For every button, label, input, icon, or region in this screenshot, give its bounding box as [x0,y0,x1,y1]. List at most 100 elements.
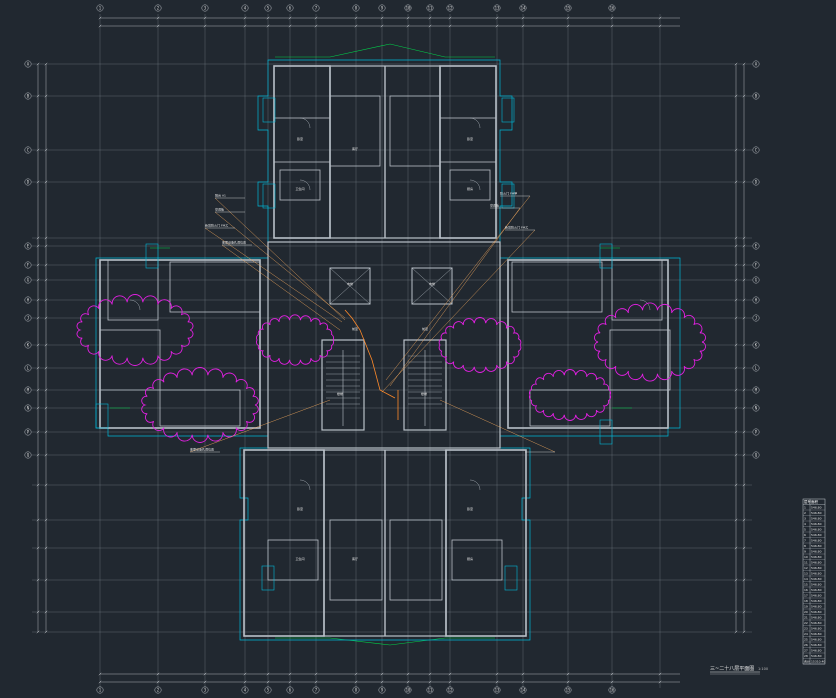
dimension-tick [288,672,292,676]
elevator-cross [329,267,371,305]
axis-bubble-label: N [27,405,30,410]
door-swing [299,479,311,491]
dimension-tick [266,24,270,28]
axis-bubble-label: 2 [157,687,160,692]
dimension-tick [742,94,746,98]
wall-outline [279,169,321,201]
wall-outline [389,519,443,601]
dimension-tick [243,672,247,676]
table-cell: 546.80 [811,594,822,598]
axis-bubble [24,146,32,154]
table-cell: 15310.40 [811,660,825,664]
table-cell: 1 [804,506,806,510]
table-cell: 546.80 [811,654,822,658]
dimension-tick [610,672,614,676]
axis-bubble-label: A [27,61,30,66]
dimension-tick [380,680,384,684]
room-label: 厨房 [467,556,473,561]
orange-leader [344,309,396,399]
dimension-tick [36,62,40,66]
axis-bubble [24,178,32,186]
leader-line [204,227,343,323]
table-cell: 546.80 [811,522,822,526]
axis-bubble [24,60,32,68]
annotation-text: 新增防火门 FM乙 [505,225,528,230]
table-cell: 28 [804,654,808,658]
room-label: 前室 [352,326,358,331]
axis-bubble [24,364,32,372]
axis-bubble-label: K [27,342,30,347]
dimension-tick [203,24,207,28]
axis-bubble [564,4,572,12]
axis-bubble [752,428,760,436]
revision-cloud [141,367,259,443]
axis-bubble-label: 4 [244,5,247,10]
wall-outline [449,169,491,201]
axis-bubble-label: A [755,61,758,66]
dimension-tick [742,148,746,152]
dimension-tick [44,94,48,98]
axis-bubble-label: Q [27,452,30,457]
wall-outline [529,389,611,427]
table-cell: 546.80 [811,511,822,515]
table-cell: 23 [804,627,808,631]
dimension-tick [314,680,318,684]
dimension-tick [36,94,40,98]
axis-bubble-label: 10 [406,687,411,692]
leader-line [385,195,531,381]
table-cell: 546.80 [811,583,822,587]
dimension-tick [288,24,292,28]
table-cell: 合计 [804,659,810,664]
axis-bubble [752,386,760,394]
axis-bubble [446,4,454,12]
dimension-tick [36,244,40,248]
dimension-tick [36,316,40,320]
dimension-tick [742,236,746,240]
dimension-tick [742,518,746,522]
dimension-tick [44,388,48,392]
exterior-outline [239,447,531,641]
table-cell: 546.80 [811,528,822,532]
wall-outline [451,539,503,581]
room-label: 楼梯 [337,391,343,396]
dimension-tick [36,546,40,550]
leader-line [439,399,556,453]
axis-bubble [404,686,412,694]
dimension-tick [742,546,746,550]
dimension-tick [36,630,40,634]
dimension-tick [734,278,738,282]
axis-bubble-label: G [755,277,758,282]
table-cell: 26 [804,643,808,647]
wall-outline [159,389,241,427]
dimension-tick [566,672,570,676]
axis-bubble-label: C [755,147,758,152]
dimension-tick [521,672,525,676]
axis-bubble [24,314,32,322]
table-cell: 24 [804,632,808,636]
dimension-tick [36,483,40,487]
axis-bubble-label: 4 [244,687,247,692]
dimension-tick [36,518,40,522]
axis-bubble-label: 12 [448,5,453,10]
dimension-tick [734,263,738,267]
axis-bubble [493,686,501,694]
axis-bubble-label: 16 [610,5,615,10]
room-label: 楼梯 [421,391,427,396]
axis-bubble [752,404,760,412]
drawing-title: 三~二十八层平面图 [710,665,754,672]
axis-bubble-label: 12 [448,687,453,692]
dimension-tick [742,244,746,248]
dimension-tick [44,236,48,240]
dimension-tick [156,672,160,676]
table-cell: 546.80 [811,555,822,559]
table-cell: 546.80 [811,539,822,543]
table-cell: 4 [804,522,806,526]
dimension-tick [521,16,525,20]
wall-outline [329,519,383,601]
dimension-tick [448,680,452,684]
revision-cloud [593,302,707,382]
axis-bubble-label: 14 [521,5,526,10]
door-swing [639,299,651,311]
wall-outline [403,339,447,431]
